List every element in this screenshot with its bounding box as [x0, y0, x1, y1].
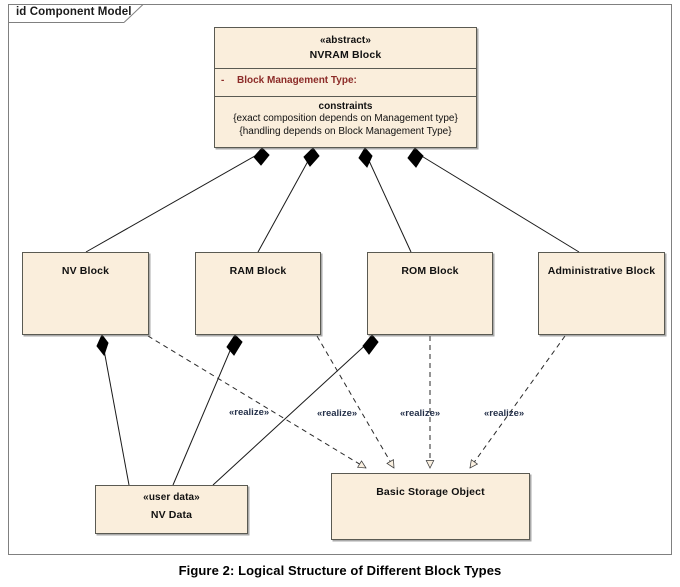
class-box-nv-block[interactable]: NV Block	[22, 252, 149, 335]
nv-data-stereotype: «user data»	[143, 492, 200, 503]
figure-caption: Figure 2: Logical Structure of Different…	[178, 563, 502, 578]
realize-adminblock-bso	[470, 335, 566, 468]
nvram-attribute-name: Block Management Type:	[237, 75, 357, 86]
class-box-ram-block[interactable]: RAM Block	[195, 252, 321, 335]
diagram-frame	[8, 4, 672, 555]
composition-nvram-adminblock	[407, 147, 580, 253]
nvram-name: NVRAM Block	[309, 49, 382, 61]
realize-ramblock-bso	[316, 335, 395, 468]
administrative-block-name: Administrative Block	[547, 265, 656, 277]
composition-ramblock-nvdata	[172, 334, 243, 486]
class-box-nv-data[interactable]: «user data» NV Data	[95, 485, 248, 534]
nvram-stereotype: «abstract»	[319, 35, 372, 46]
class-box-nvram-block[interactable]: «abstract» NVRAM Block - Block Management…	[214, 27, 477, 148]
nvram-constraint-2: {handling depends on Block Management Ty…	[239, 126, 452, 137]
nv-block-name: NV Block	[61, 265, 110, 277]
diagram-frame-tab-corner	[124, 4, 144, 23]
composition-nvram-nvblock	[85, 147, 270, 253]
realize-nvblock-bso	[147, 335, 366, 468]
diagram-frame-label: id Component Model	[16, 6, 132, 18]
nv-data-name: NV Data	[150, 509, 193, 521]
diagram-frame-tab	[8, 4, 124, 23]
rom-block-name: ROM Block	[401, 265, 459, 277]
nvram-constraints-compartment: constraints {exact composition depends o…	[215, 96, 476, 138]
edge-label-realize-2: «realize»	[317, 408, 358, 419]
composition-nvram-ramblock	[257, 147, 320, 253]
nvram-header: «abstract» NVRAM Block	[215, 28, 476, 61]
composition-nvram-romblock	[358, 147, 412, 253]
class-box-administrative-block[interactable]: Administrative Block	[538, 252, 665, 335]
composition-nvblock-nvdata	[96, 334, 130, 486]
class-box-rom-block[interactable]: ROM Block	[367, 252, 493, 335]
composition-romblock-nvdata	[212, 334, 379, 486]
nvram-constraints-title: constraints	[318, 101, 373, 112]
nvram-constraint-1: {exact composition depends on Management…	[233, 113, 458, 124]
edge-label-realize-4: «realize»	[484, 408, 525, 419]
nvram-attribute-row: - Block Management Type:	[215, 69, 476, 86]
ram-block-name: RAM Block	[229, 265, 287, 277]
nvram-attributes-compartment: - Block Management Type:	[215, 68, 476, 96]
edge-label-realize-3: «realize»	[400, 408, 441, 419]
nvram-attribute-visibility: -	[221, 75, 225, 86]
edge-label-realize-1: «realize»	[229, 407, 270, 418]
class-box-basic-storage-object[interactable]: Basic Storage Object	[331, 473, 530, 540]
basic-storage-object-name: Basic Storage Object	[376, 486, 485, 498]
